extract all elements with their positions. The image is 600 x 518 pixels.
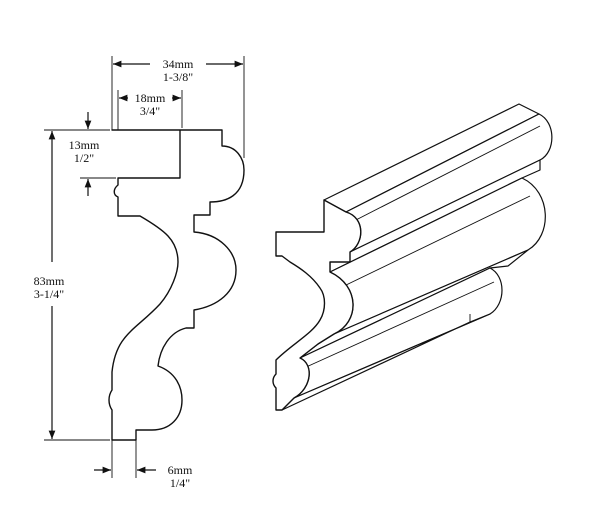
profile-outline [108,129,245,441]
width-overall-imperial: 1-3/8" [163,70,193,84]
width-top-imperial: 3/4" [140,104,160,118]
iso-end-face [272,199,362,411]
width-overall-metric: 34mm [163,57,194,71]
thickness-bottom-imperial: 1/4" [170,476,190,490]
height-top-imperial: 1/2" [74,151,94,165]
profile-section [108,129,245,441]
thickness-bottom-metric: 6mm [168,463,193,477]
height-overall-imperial: 3-1/4" [34,287,64,301]
width-top-metric: 18mm [135,91,166,105]
isometric-view [272,103,553,411]
dimension-labels: 34mm 1-3/8" 18mm 3/4" 13mm 1/2" 83mm 3-1… [34,57,194,490]
dimension-lines [44,56,245,478]
height-overall-metric: 83mm [34,274,65,288]
height-top-metric: 13mm [69,138,100,152]
